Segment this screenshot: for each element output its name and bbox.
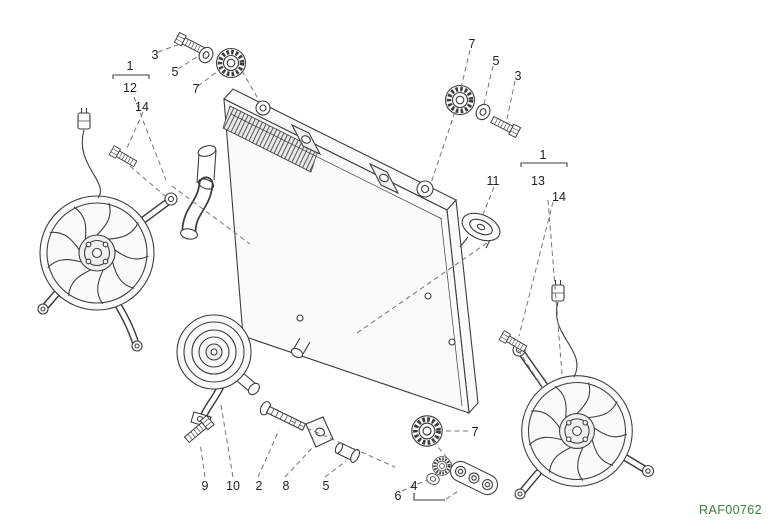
bracket-8 xyxy=(305,416,334,448)
callout-8: 8 xyxy=(282,478,290,493)
callout-3: 3 xyxy=(151,47,159,62)
link-plate-4 xyxy=(449,460,499,496)
grommet-5-bottom xyxy=(334,442,361,463)
radiator-filler-cap xyxy=(459,212,501,249)
radiator-bracket-tab xyxy=(290,123,322,156)
radiator xyxy=(180,88,501,415)
left-cooling-fan xyxy=(37,107,178,352)
radiator-bracket-tab xyxy=(368,162,400,195)
right-cooling-fan xyxy=(512,279,655,500)
callout-10: 10 xyxy=(226,478,240,493)
figure-code: RAF00762 xyxy=(699,503,762,517)
callout-14: 14 xyxy=(552,189,566,204)
callout-3: 3 xyxy=(514,68,522,83)
callout-14: 14 xyxy=(135,99,149,114)
callout-5: 5 xyxy=(171,64,179,79)
callout-7: 7 xyxy=(192,81,200,96)
callout-1: 1 xyxy=(126,58,134,73)
radiator-mount-loop xyxy=(255,100,271,116)
callout-7: 7 xyxy=(468,36,476,51)
callout-12: 12 xyxy=(123,80,137,95)
callout-brackets xyxy=(112,74,568,501)
callout-1: 1 xyxy=(539,147,547,162)
callout-2: 2 xyxy=(255,478,263,493)
callout-9: 9 xyxy=(201,478,209,493)
callout-5: 5 xyxy=(322,478,330,493)
left-fan-wire xyxy=(81,129,101,199)
radiator-inlet-pipe xyxy=(180,145,217,240)
callout-6: 6 xyxy=(394,488,402,503)
callout-11: 11 xyxy=(486,173,500,188)
callout-4: 4 xyxy=(410,478,418,493)
radiator-fins xyxy=(222,105,319,173)
callout-13: 13 xyxy=(531,173,545,188)
callout-7: 7 xyxy=(471,424,479,439)
leader-lines xyxy=(126,43,563,500)
radiator-mount-loop xyxy=(416,180,434,198)
radiator-outlet-stub xyxy=(290,337,311,359)
callout-5: 5 xyxy=(492,53,500,68)
